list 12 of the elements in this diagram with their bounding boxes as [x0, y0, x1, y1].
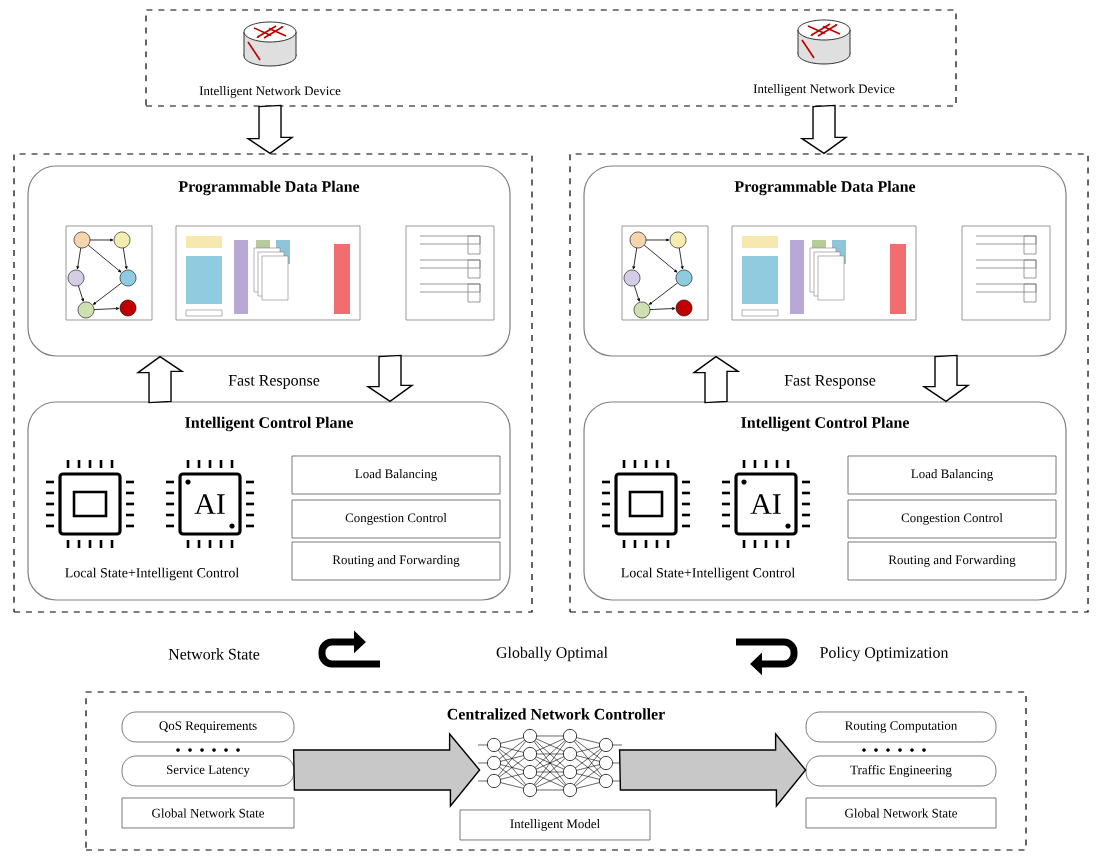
block-arrow [365, 354, 415, 403]
block-arrow [618, 732, 807, 808]
dashed-frame [569, 153, 1089, 613]
block-arrow [245, 104, 295, 155]
dashed-frame [13, 153, 533, 613]
block-arrow [292, 732, 481, 808]
dashed-frame [145, 9, 957, 107]
neural-network-drawing [477, 729, 623, 797]
block-arrow [921, 354, 971, 403]
block-arrow [691, 355, 741, 404]
block-arrow [799, 104, 849, 155]
block-arrow [135, 355, 185, 404]
